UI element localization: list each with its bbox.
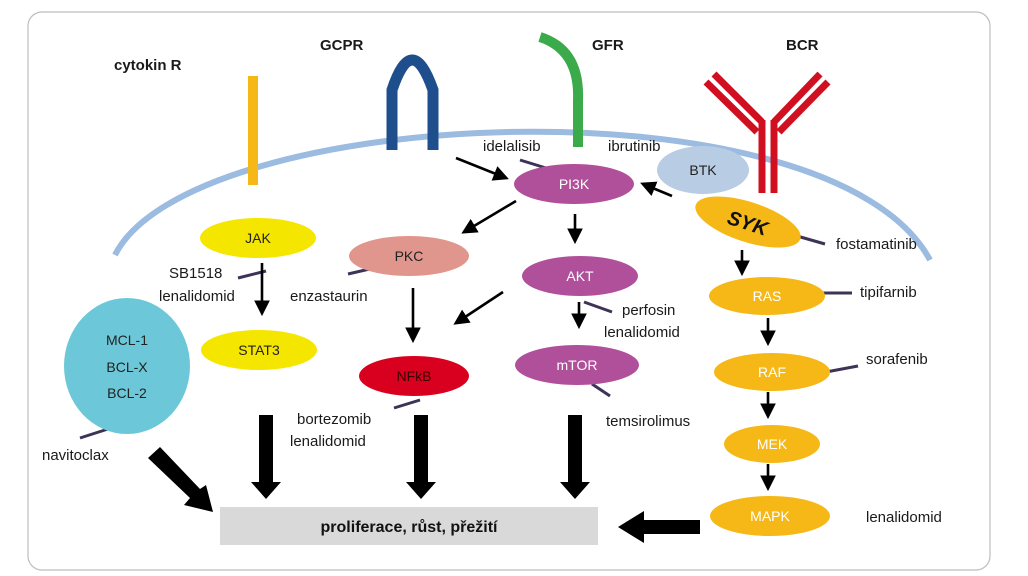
btk-label: BTK [689,162,717,178]
gcpr-label: GCPR [320,37,364,54]
gfr-label: GFR [592,37,624,54]
mapk-label: MAPK [750,508,790,524]
arrow-gcpr-pi3k [455,156,509,181]
outcome-arrows [148,415,700,543]
mek-node [724,425,820,463]
perfosin-inhibitor [583,300,613,314]
tipifarnib-label: tipifarnib [860,284,917,301]
bcr-receptor [703,71,831,193]
akt-label: AKT [566,268,594,284]
mapk-node [710,496,830,536]
jak-label: JAK [245,230,271,246]
cytokin-r-label: cytokin R [114,57,182,74]
syk-node [695,196,801,248]
outcome-box [220,507,598,545]
navitoclax-label: navitoclax [42,447,109,464]
lenalidomid-mapk-label: lenalidomid [866,509,942,526]
bcr-label: BCR [786,37,819,54]
cytokin-receptor [248,76,258,185]
nfkb-label: NFkB [397,368,432,384]
arrow-pi3k-pkc [461,199,517,234]
lenalidomid-jak-label: lenalidomid [159,288,235,305]
mek-label: MEK [757,436,788,452]
pkc-label: PKC [395,248,424,264]
gfr-receptor [538,32,584,147]
arrow-stat3-outcome [251,415,281,499]
gcpr-receptor [386,54,439,150]
arrow-btk-pi3k [640,181,673,198]
lenalidomid-akt-label: lenalidomid [604,324,680,341]
arrow-akt-nfkb [453,290,504,325]
arrow-mapk-outcome [618,511,700,543]
idelalisib-inhibitor [519,158,547,170]
arrow-bcl-outcome [148,447,213,512]
nfkb-node [359,356,469,396]
temsirolimus-inhibitor [591,382,611,398]
sorafenib-label: sorafenib [866,351,928,368]
bortezomib-label: bortezomib [297,411,371,428]
arrow-nfkb-outcome [406,415,436,499]
bclx-label: BCL-X [106,359,148,375]
raf-label: RAF [758,364,786,380]
signal-arrows [254,156,776,492]
inhibitor-lines [79,158,859,440]
bortezomib-inhibitor [393,398,421,410]
mtor-label: mTOR [557,357,598,373]
outcome-text: proliferace, růst, přežití [321,519,498,536]
btk-node [657,146,749,194]
akt-node [522,256,638,296]
jak-node [200,218,316,258]
navitoclax-inhibitor [79,427,109,440]
ras-node [709,277,825,315]
ras-label: RAS [753,288,782,304]
sb1518-label: SB1518 [169,265,222,282]
pkc-node [349,236,469,276]
enzastaurin-label: enzastaurin [290,288,368,305]
raf-node [714,353,830,391]
pi3k-node [514,164,634,204]
arrow-mtor-outcome [560,415,590,499]
stat3-label: STAT3 [238,342,280,358]
sorafenib-inhibitor [825,364,859,374]
bcl2-label: BCL-2 [107,385,147,401]
mcl1-label: MCL-1 [106,332,148,348]
mtor-node [515,345,639,385]
idelalisib-label: idelalisib [483,138,541,155]
temsirolimus-label: temsirolimus [606,413,690,430]
fostamatinib-label: fostamatinib [836,236,917,253]
outer-frame [27,11,991,571]
bcl-node [64,298,190,434]
stat3-node [201,330,317,370]
lenalidomid-nfkb-label: lenalidomid [290,433,366,450]
ibrutinib-label: ibrutinib [608,138,661,155]
perfosin-label: perfosin [622,302,675,319]
cell-membrane [112,128,933,262]
pi3k-label: PI3K [559,176,590,192]
